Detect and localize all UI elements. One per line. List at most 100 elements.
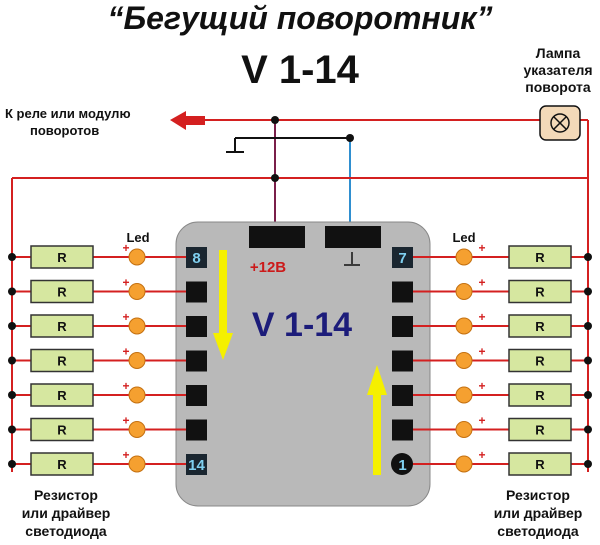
caption-right-line2: или драйвер — [494, 505, 583, 521]
resistor-label: R — [535, 319, 545, 334]
resistor-label: R — [57, 423, 67, 438]
led-label-left: Led — [126, 230, 149, 245]
plus-sign: + — [122, 345, 129, 359]
lamp-label-line1: Лампа — [536, 45, 581, 61]
pin-left-3 — [186, 316, 207, 337]
pin-number-left: 8 — [192, 250, 200, 267]
chip-label: V 1-14 — [252, 306, 352, 344]
plus-sign: + — [122, 276, 129, 290]
led-left-3 — [128, 317, 146, 335]
power-label: +12В — [250, 259, 286, 276]
junction-right-7 — [584, 460, 592, 468]
pin-right-1 — [392, 247, 413, 268]
caption-left-line2: или драйвер — [22, 505, 111, 521]
pin-left-6 — [186, 419, 207, 441]
lamp-icon — [550, 113, 570, 133]
junction-right-5 — [584, 391, 592, 399]
junction-right-6 — [584, 425, 592, 434]
junction-right-3 — [584, 322, 592, 330]
relay-arrow — [170, 111, 205, 130]
junction-left-3 — [8, 322, 16, 330]
resistor-label: R — [535, 250, 545, 265]
lamp-label-line3: поворота — [525, 79, 591, 95]
lamp — [539, 105, 581, 141]
chip — [175, 221, 431, 507]
resistor-left-1 — [30, 245, 94, 269]
pin-right-2 — [392, 281, 413, 303]
led-left-4 — [128, 352, 146, 369]
pin-right-5 — [392, 385, 413, 406]
plus-sign: + — [122, 448, 129, 462]
junction-left-4 — [8, 356, 16, 365]
lamp-label-line2: указателя — [523, 62, 592, 78]
flow-arrow-down — [213, 250, 233, 360]
plus-sign: + — [122, 310, 129, 324]
pin-left-5 — [186, 385, 207, 406]
resistor-label: R — [57, 319, 67, 334]
resistor-left-2 — [30, 279, 94, 304]
caption-right-line3: светодиода — [497, 523, 579, 539]
resistor-label: R — [57, 457, 67, 472]
model-heading: V 1-14 — [241, 48, 359, 92]
resistor-label: R — [535, 285, 545, 300]
led-left-2 — [128, 283, 146, 300]
junction-left-6 — [8, 425, 16, 434]
resistor-right-6 — [508, 417, 572, 442]
caption-left-line3: светодиода — [25, 523, 107, 539]
resistor-label: R — [535, 354, 545, 369]
pin-right-3 — [392, 316, 413, 337]
plus-sign: + — [122, 241, 129, 255]
pin-right-4 — [392, 350, 413, 372]
caption-right-line1: Резистор — [506, 487, 570, 503]
junction-left-2 — [8, 287, 16, 296]
resistor-left-3 — [30, 314, 94, 338]
resistor-left-6 — [30, 417, 94, 442]
resistor-label: R — [57, 250, 67, 265]
pin-number-left: 14 — [188, 457, 205, 474]
plus-sign: + — [478, 379, 485, 393]
resistor-right-1 — [508, 245, 572, 269]
plus-sign: + — [122, 379, 129, 393]
junction-right-2 — [584, 287, 592, 296]
led-left-1 — [128, 248, 146, 266]
pin-right-6 — [392, 419, 413, 441]
plus-sign: + — [478, 414, 485, 428]
pin-right-7 — [391, 453, 413, 475]
relay-label-line2: поворотов — [30, 123, 99, 138]
resistor-right-2 — [508, 279, 572, 304]
pin-number-right: 7 — [398, 250, 406, 267]
pin-left-4 — [186, 350, 207, 372]
plus-sign: + — [478, 276, 485, 290]
led-right-6 — [455, 421, 473, 438]
junction-left-7 — [8, 460, 16, 468]
plus-sign: + — [478, 241, 485, 255]
pin-number-right: 1 — [398, 457, 406, 474]
caption-left-line1: Резистор — [34, 487, 98, 503]
led-left-7 — [128, 455, 146, 473]
junction-left-5 — [8, 391, 16, 399]
resistor-right-7 — [508, 452, 572, 476]
led-right-4 — [455, 352, 473, 369]
pin-left-1 — [186, 247, 207, 268]
resistor-left-5 — [30, 383, 94, 407]
resistor-label: R — [57, 354, 67, 369]
resistor-left-7 — [30, 452, 94, 476]
flow-arrow-up — [367, 365, 387, 475]
led-right-2 — [455, 283, 473, 300]
led-left-5 — [128, 386, 146, 404]
led-right-3 — [455, 317, 473, 335]
resistor-label: R — [535, 388, 545, 403]
plus-sign: + — [478, 448, 485, 462]
led-right-5 — [455, 386, 473, 404]
resistor-label: R — [57, 285, 67, 300]
plus-sign: + — [478, 310, 485, 324]
resistor-right-5 — [508, 383, 572, 407]
pin-left-7 — [186, 454, 207, 475]
pin-left-2 — [186, 281, 207, 303]
resistor-label: R — [535, 423, 545, 438]
resistor-right-4 — [508, 348, 572, 373]
plus-sign: + — [122, 414, 129, 428]
resistor-left-4 — [30, 348, 94, 373]
